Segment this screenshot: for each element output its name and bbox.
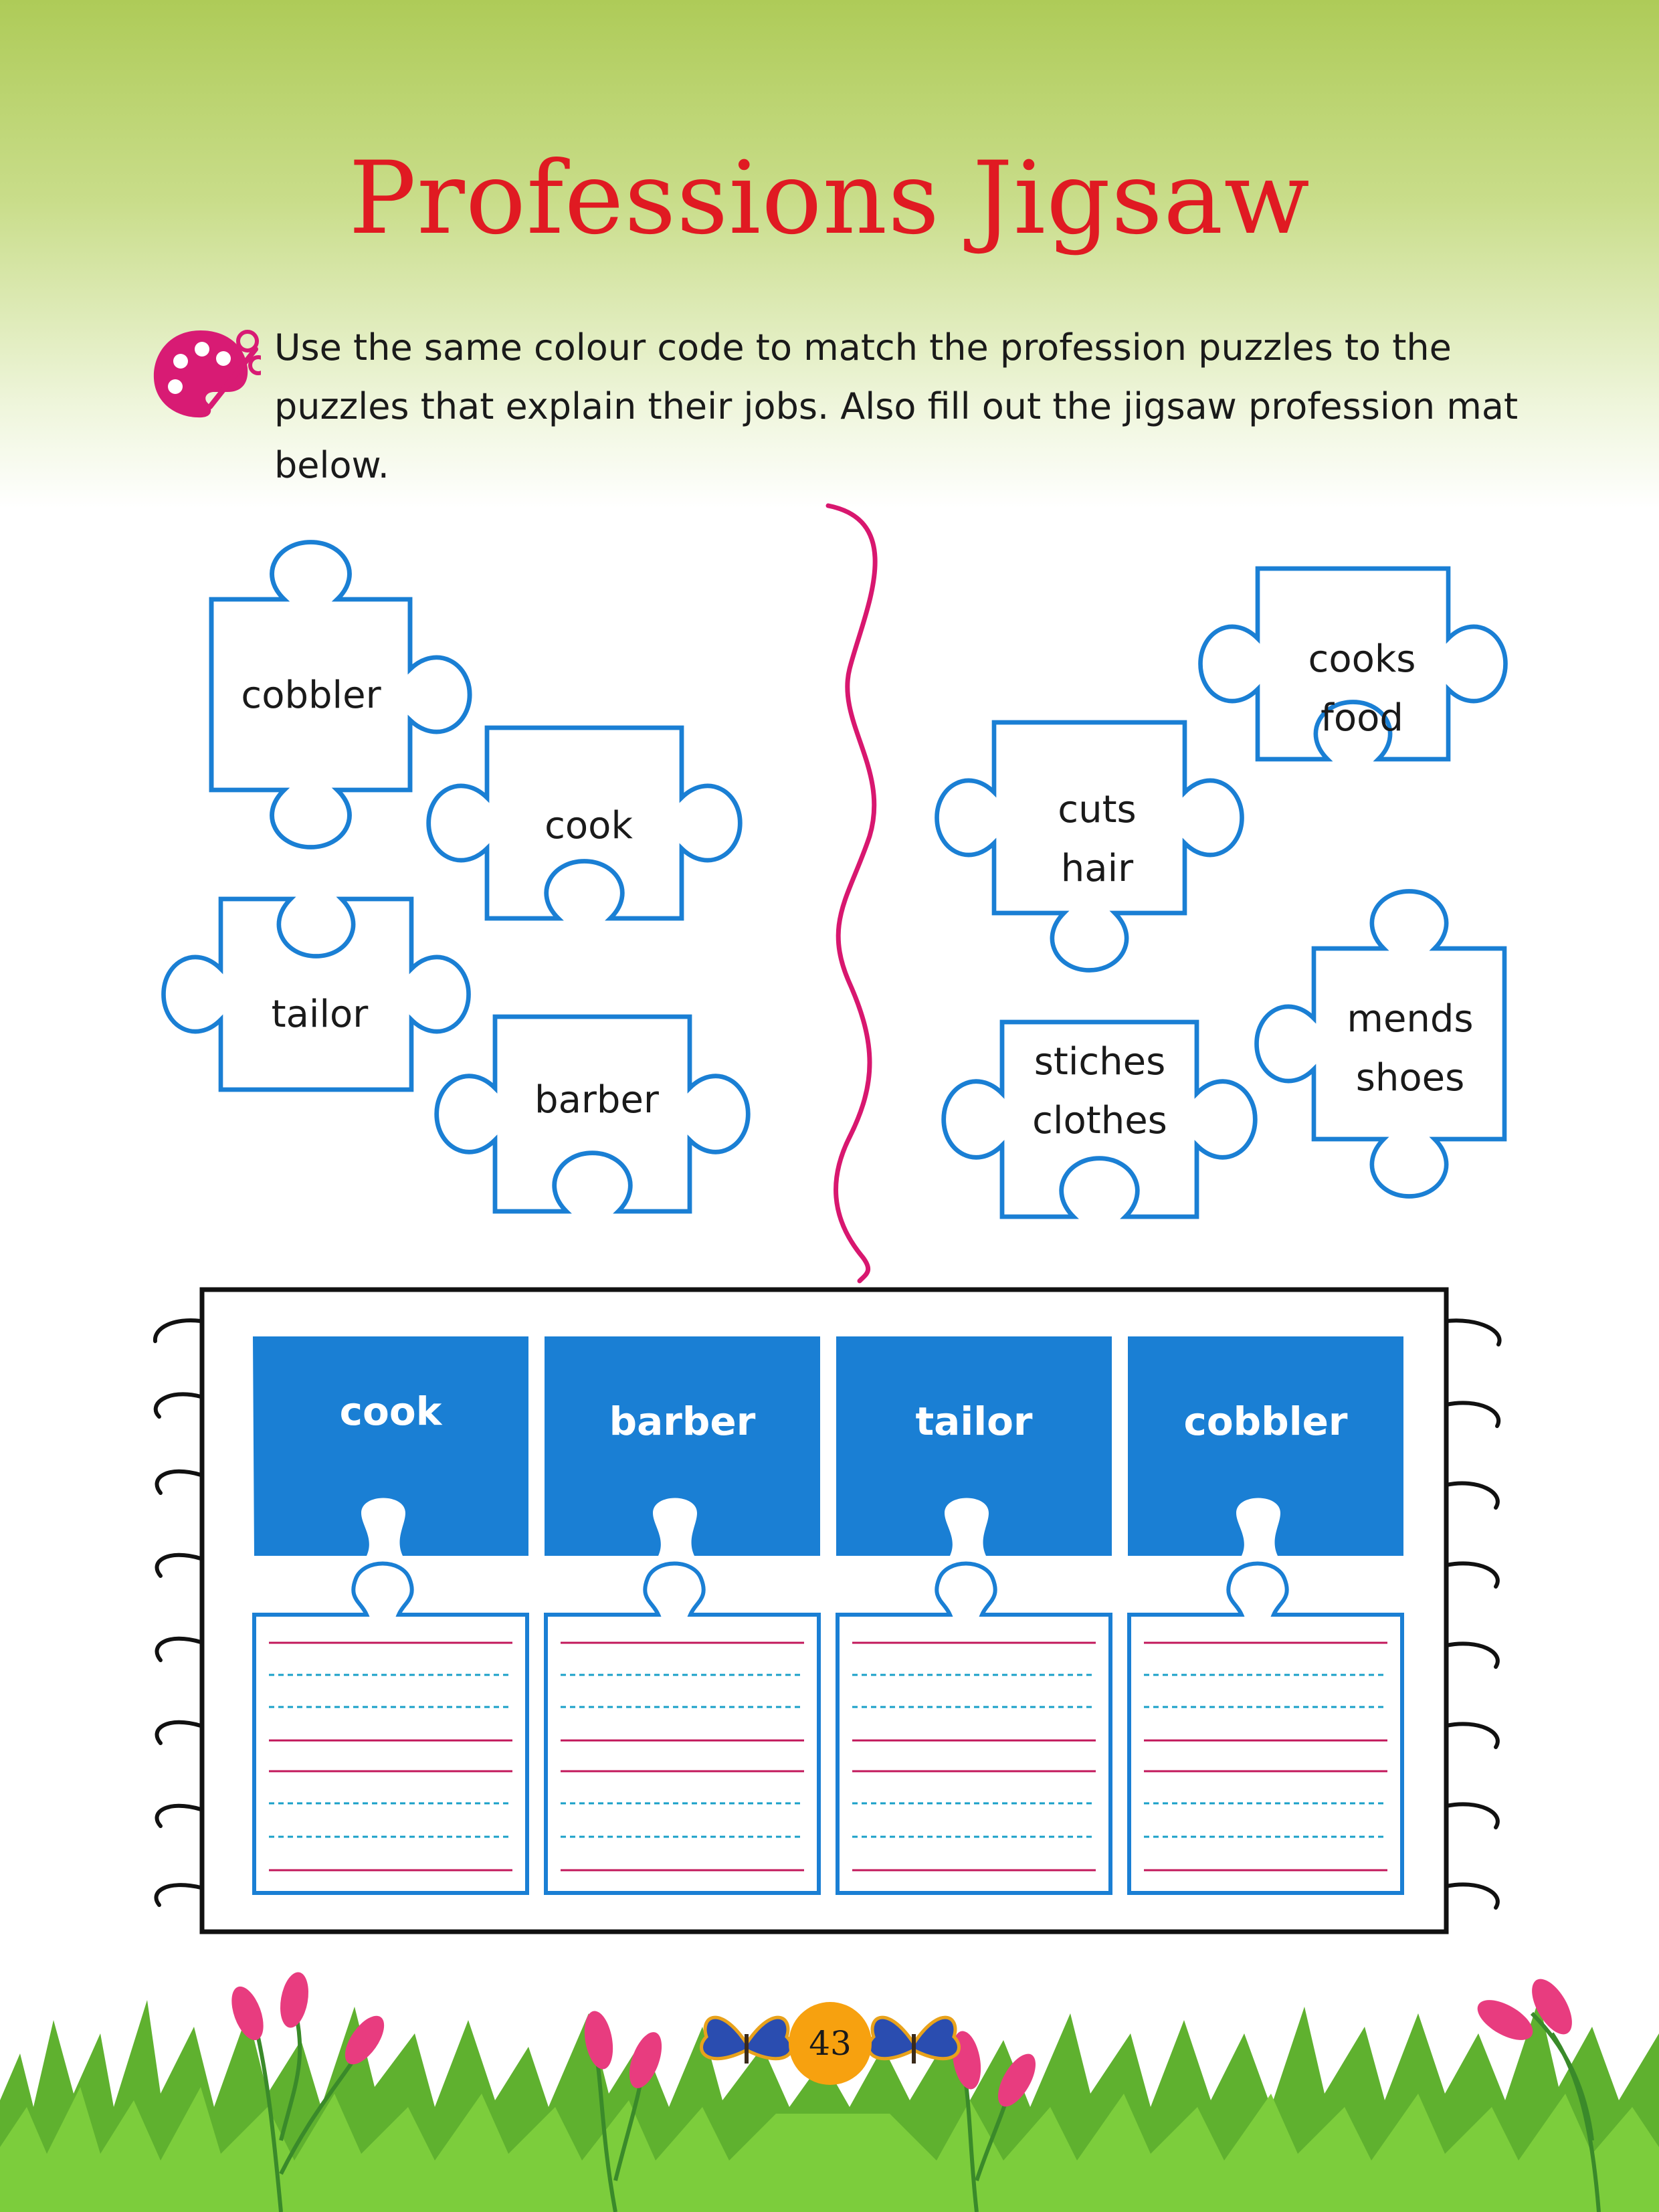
mat-label-2: barber [609, 1399, 756, 1444]
job-line: stiches [1034, 1040, 1166, 1084]
mat-headers [253, 1336, 1403, 1556]
mat-fringe [153, 1318, 1502, 1910]
job-label-cooks-food: cooks food [1308, 630, 1416, 748]
job-line: shoes [1355, 1056, 1465, 1100]
butterfly-icon [700, 2015, 793, 2064]
wavy-divider [825, 503, 878, 1284]
mat-label-1: cook [339, 1389, 442, 1434]
instruction-text: Use the same colour code to match the pr… [274, 326, 1519, 486]
job-label-stiches-clothes: stiches clothes [1032, 1033, 1167, 1150]
grass-border [0, 2000, 1659, 2212]
job-line: hair [1060, 847, 1134, 890]
job-line: clothes [1032, 1099, 1167, 1142]
job-line: food [1321, 696, 1403, 740]
job-line: mends [1347, 997, 1474, 1041]
profession-label-cook: cook [545, 804, 633, 847]
mat-header-1 [253, 1336, 528, 1556]
mat-header-2 [545, 1336, 820, 1556]
page-title: Professions Jigsaw [349, 140, 1310, 257]
answer-card-2 [544, 1561, 821, 1895]
profession-pieces [164, 542, 749, 1212]
mat-answer-cards [252, 1561, 1404, 1895]
job-line: cuts [1058, 788, 1137, 831]
mat-label-3: tailor [915, 1399, 1033, 1444]
palette-brush-icon [153, 330, 261, 418]
profession-label-barber: barber [534, 1078, 659, 1122]
job-label-mends-shoes: mends shoes [1347, 990, 1473, 1108]
writing-lines [269, 1641, 1387, 1872]
page-number: 43 [809, 2024, 852, 2063]
page-number-badge [789, 2002, 872, 2085]
job-line: cooks [1308, 637, 1416, 681]
answer-card-1 [252, 1561, 529, 1895]
mat-header-4 [1128, 1336, 1403, 1556]
answer-card-3 [836, 1561, 1112, 1895]
mat-header-3 [836, 1336, 1112, 1556]
profession-label-cobbler: cobbler [241, 674, 381, 717]
butterfly-icon [867, 2015, 961, 2064]
job-pieces [937, 569, 1506, 1217]
job-label-cuts-hair: cuts hair [1058, 781, 1136, 898]
profession-label-tailor: tailor [271, 993, 369, 1036]
answer-card-4 [1127, 1561, 1404, 1895]
flower-buds [231, 1972, 1572, 2107]
mat-label-4: cobbler [1183, 1399, 1348, 1444]
